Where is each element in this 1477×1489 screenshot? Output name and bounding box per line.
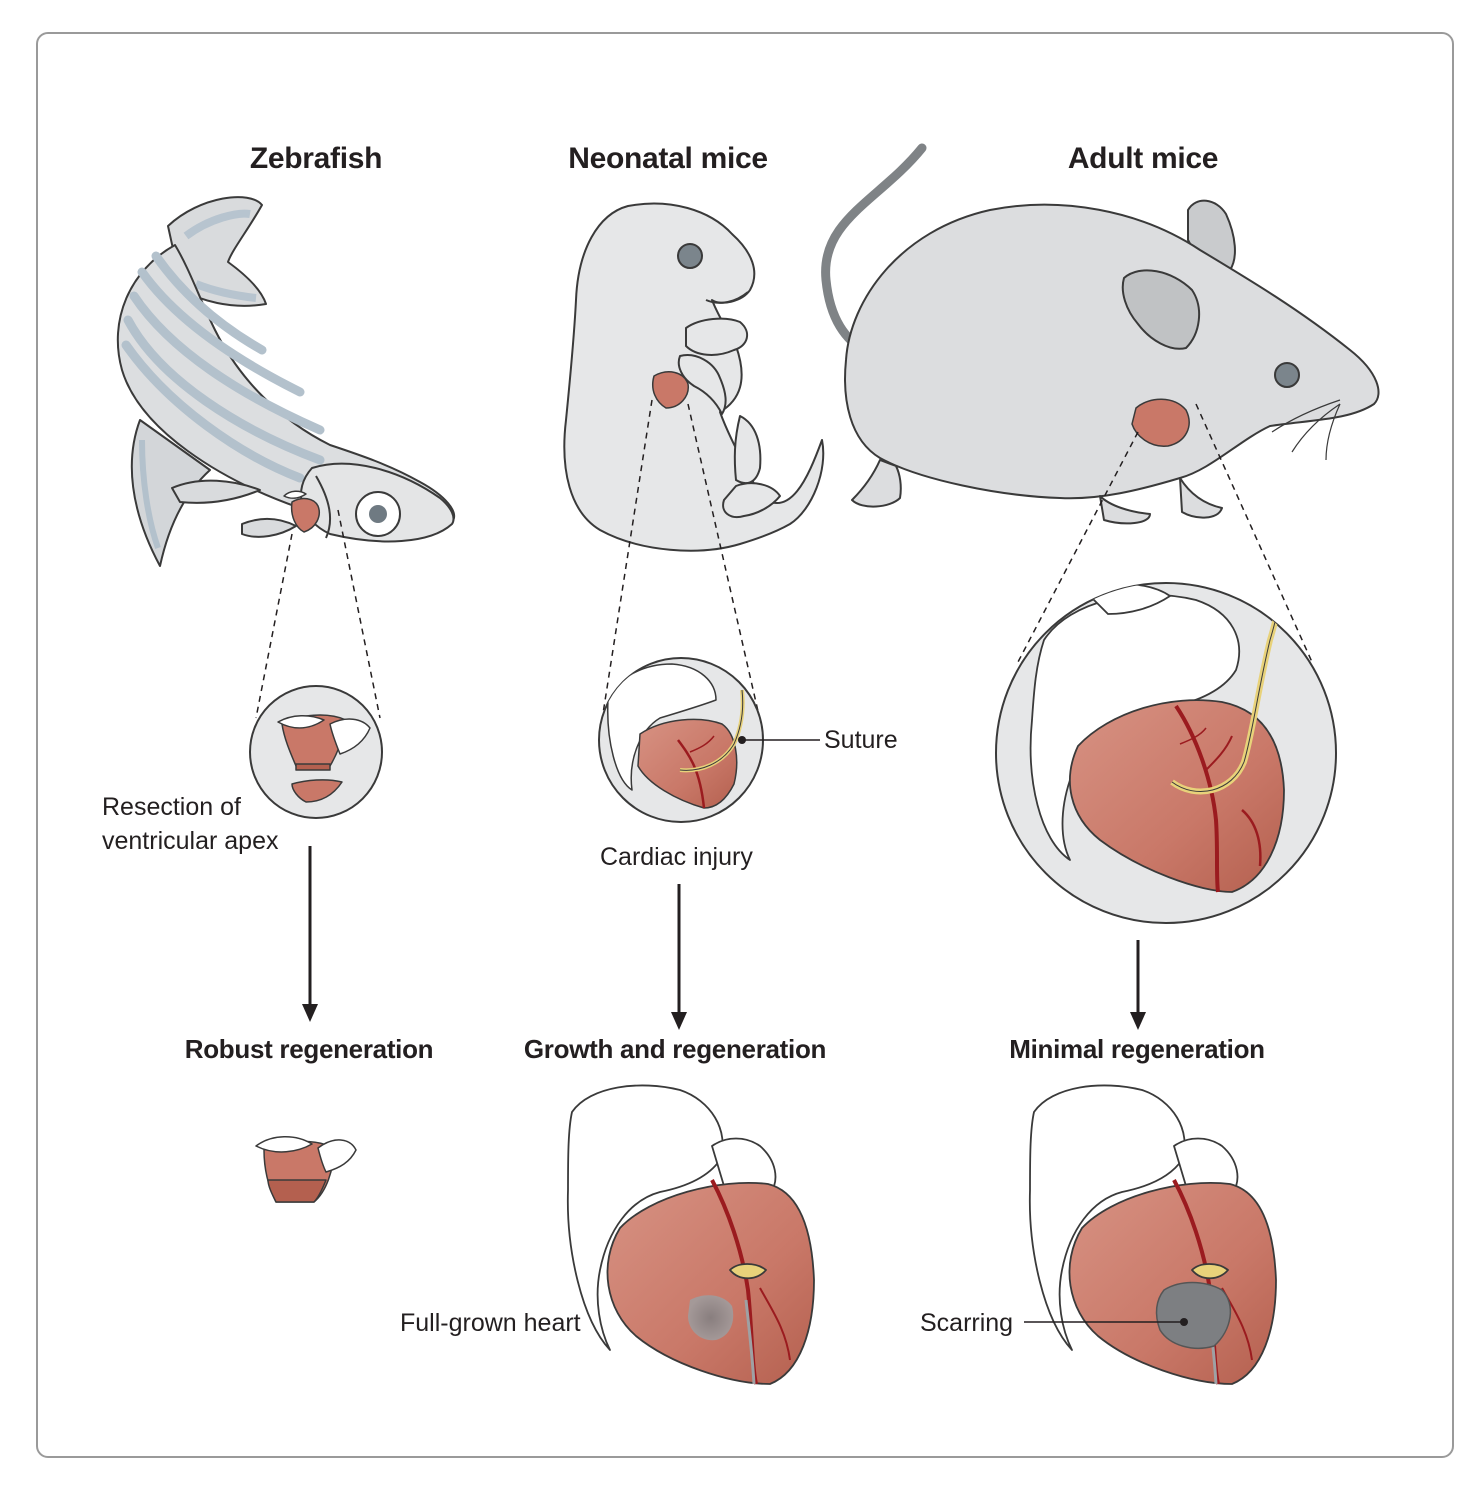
arrows (302, 846, 1146, 1030)
cardiac-injury-label: Cardiac injury (600, 843, 753, 871)
neonatal-mice-title: Neonatal mice (568, 142, 768, 175)
full-grown-heart-label: Full-grown heart (400, 1309, 581, 1337)
zoom-lines (255, 399, 1313, 721)
zebrafish-zoom-circle (249, 685, 383, 819)
robust-regeneration-label: Robust regeneration (184, 1034, 434, 1064)
adult-mice-title: Adult mice (1067, 142, 1219, 175)
resection-label: Resection of ventricular apex (102, 790, 278, 858)
resection-label-line-1: Resection of (102, 793, 241, 821)
zebrafish-title: Zebrafish (249, 142, 383, 175)
resection-label-line-2: ventricular apex (102, 827, 279, 855)
suture-leader (738, 736, 820, 744)
growth-regeneration-label: Growth and regeneration (523, 1034, 827, 1064)
scarring-label: Scarring (920, 1309, 1014, 1337)
neonatal-mouse (563, 202, 825, 552)
zebrafish (116, 196, 455, 567)
full-grown-heart (566, 1084, 815, 1385)
minimal-regeneration-label: Minimal regeneration (1009, 1034, 1265, 1064)
adult-mouse (821, 143, 1380, 525)
suture-label: Suture (824, 726, 898, 754)
zebrafish-regenerated-heart (255, 1136, 357, 1203)
scarred-heart (1024, 1084, 1277, 1385)
neonatal-zoom-circle (598, 657, 764, 823)
adult-zoom-circle (995, 582, 1337, 924)
